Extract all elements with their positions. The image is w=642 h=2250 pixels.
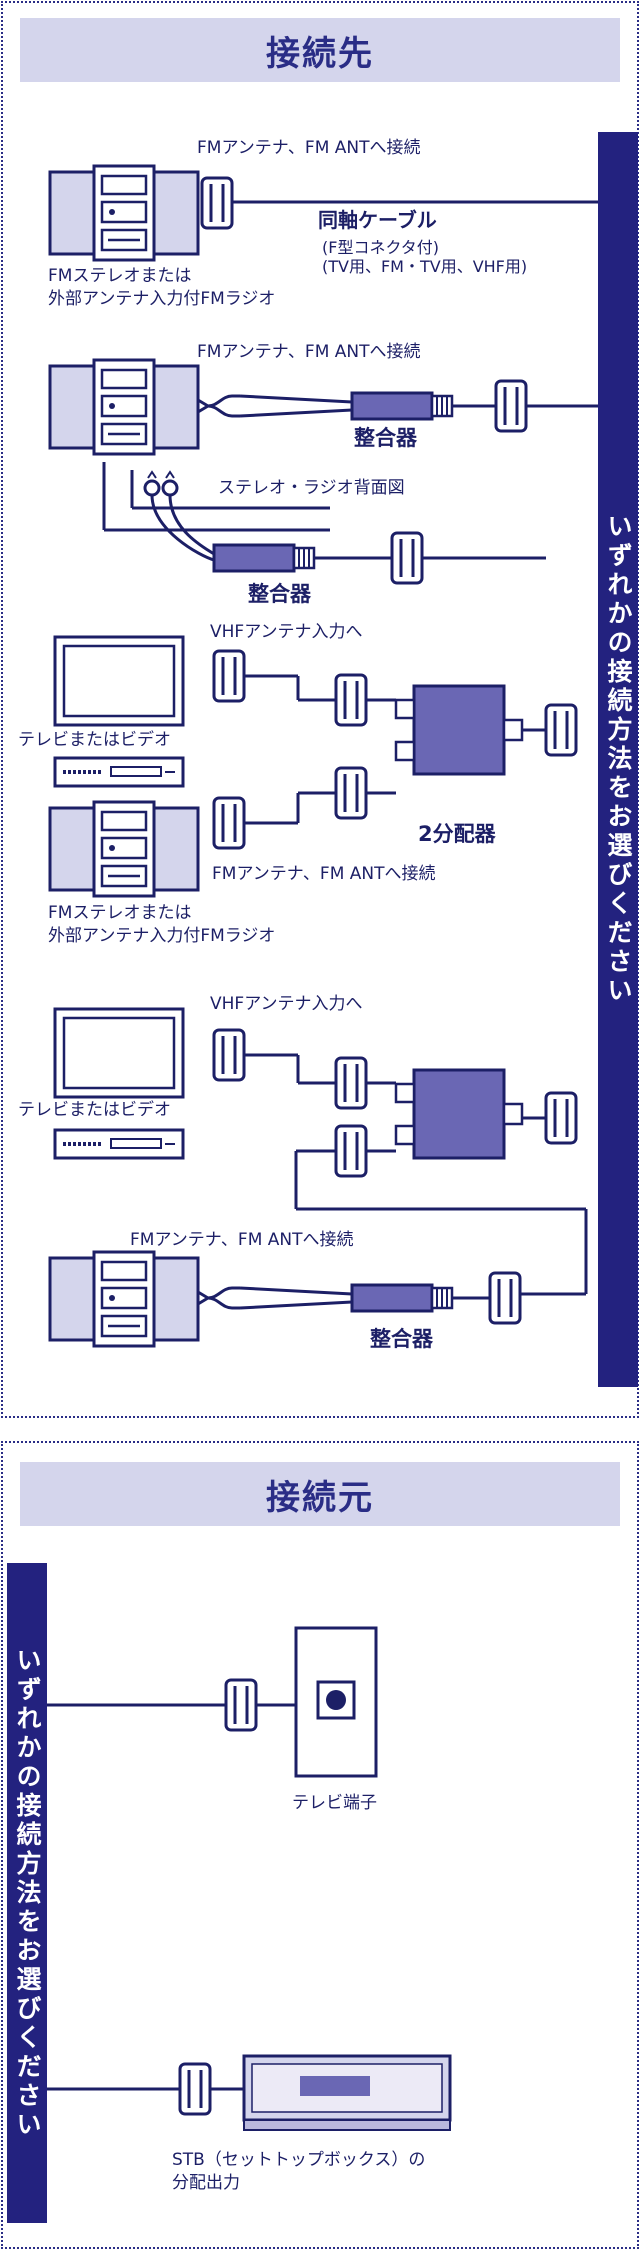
tv-video-label-2: テレビまたはビデオ bbox=[18, 1100, 171, 1120]
connector-14 bbox=[224, 1678, 258, 1732]
matcher-3 bbox=[350, 1283, 454, 1313]
tv-outlet-label: テレビ端子 bbox=[292, 1793, 377, 1813]
matcher-label-3: 整合器 bbox=[370, 1327, 433, 1351]
splitter-label: 2分配器 bbox=[418, 822, 496, 846]
connector-4 bbox=[212, 649, 246, 703]
vhf-input-label-2: VHFアンテナ入力へ bbox=[210, 994, 363, 1014]
connection-destination-panel bbox=[1, 1, 639, 1418]
matcher-1 bbox=[350, 391, 454, 421]
vcr-1 bbox=[53, 756, 185, 788]
fm-antenna-label-4: FMアンテナ、FM ANTへ接続 bbox=[130, 1230, 354, 1250]
connector-9 bbox=[212, 1028, 246, 1082]
vcr-2 bbox=[53, 1128, 185, 1160]
connector-3 bbox=[390, 531, 424, 585]
connector-5 bbox=[334, 673, 368, 727]
antenna-terminals bbox=[143, 470, 179, 497]
connector-2 bbox=[494, 379, 528, 433]
fm-antenna-label-2: FMアンテナ、FM ANTへ接続 bbox=[197, 342, 421, 362]
connector-10 bbox=[334, 1056, 368, 1110]
connector-13 bbox=[488, 1271, 522, 1325]
connector-15 bbox=[178, 2062, 212, 2116]
fm-stereo-label-1a: FMステレオまたは bbox=[48, 266, 192, 286]
splitter-2 bbox=[394, 1068, 524, 1160]
source-title: 接続元 bbox=[20, 1462, 620, 1526]
fm-antenna-label-1: FMアンテナ、FM ANTへ接続 bbox=[197, 138, 421, 158]
connector-1 bbox=[200, 176, 234, 230]
stereo-device-2 bbox=[48, 358, 200, 456]
rear-view-label: ステレオ・ラジオ背面図 bbox=[218, 478, 405, 498]
connector-7 bbox=[334, 766, 368, 820]
vhf-input-label-1: VHFアンテナ入力へ bbox=[210, 622, 363, 642]
stb-label-a: STB（セットトップボックス）の bbox=[172, 2150, 426, 2170]
fm-antenna-label-3: FMアンテナ、FM ANTへ接続 bbox=[212, 864, 436, 884]
stereo-device-4 bbox=[48, 1250, 200, 1348]
connection-source-panel bbox=[1, 1441, 639, 2249]
coax-cable-label: 同軸ケーブル bbox=[318, 208, 437, 232]
connector-6 bbox=[212, 796, 246, 850]
connector-12 bbox=[544, 1091, 578, 1145]
fm-stereo-label-2a: FMステレオまたは bbox=[48, 903, 192, 923]
stb-box bbox=[242, 2054, 452, 2131]
choose-method-banner-bottom: いずれかの接続方法をお選びください bbox=[7, 1563, 47, 2223]
stereo-device-3 bbox=[48, 800, 200, 898]
connector-8 bbox=[544, 703, 578, 757]
tv-2 bbox=[53, 1007, 185, 1099]
coax-note-1: (F型コネクタ付) bbox=[322, 238, 440, 257]
fm-stereo-label-2b: 外部アンテナ入力付FMラジオ bbox=[48, 926, 276, 946]
fm-stereo-label-1b: 外部アンテナ入力付FMラジオ bbox=[48, 289, 276, 309]
splitter-1 bbox=[394, 684, 524, 776]
matcher-label-2: 整合器 bbox=[248, 582, 311, 606]
tv-outlet bbox=[294, 1626, 378, 1778]
choose-method-banner-top: いずれかの接続方法をお選びください bbox=[598, 132, 638, 1387]
matcher-label-1: 整合器 bbox=[354, 426, 417, 450]
matcher-2 bbox=[212, 543, 316, 573]
stb-label-b: 分配出力 bbox=[172, 2173, 240, 2193]
connector-11 bbox=[334, 1124, 368, 1178]
tv-1 bbox=[53, 635, 185, 727]
destination-title: 接続先 bbox=[20, 18, 620, 82]
stereo-device-1 bbox=[48, 164, 200, 262]
coax-note-2: (TV用、FM・TV用、VHF用) bbox=[322, 257, 528, 276]
tv-video-label-1: テレビまたはビデオ bbox=[18, 730, 171, 750]
